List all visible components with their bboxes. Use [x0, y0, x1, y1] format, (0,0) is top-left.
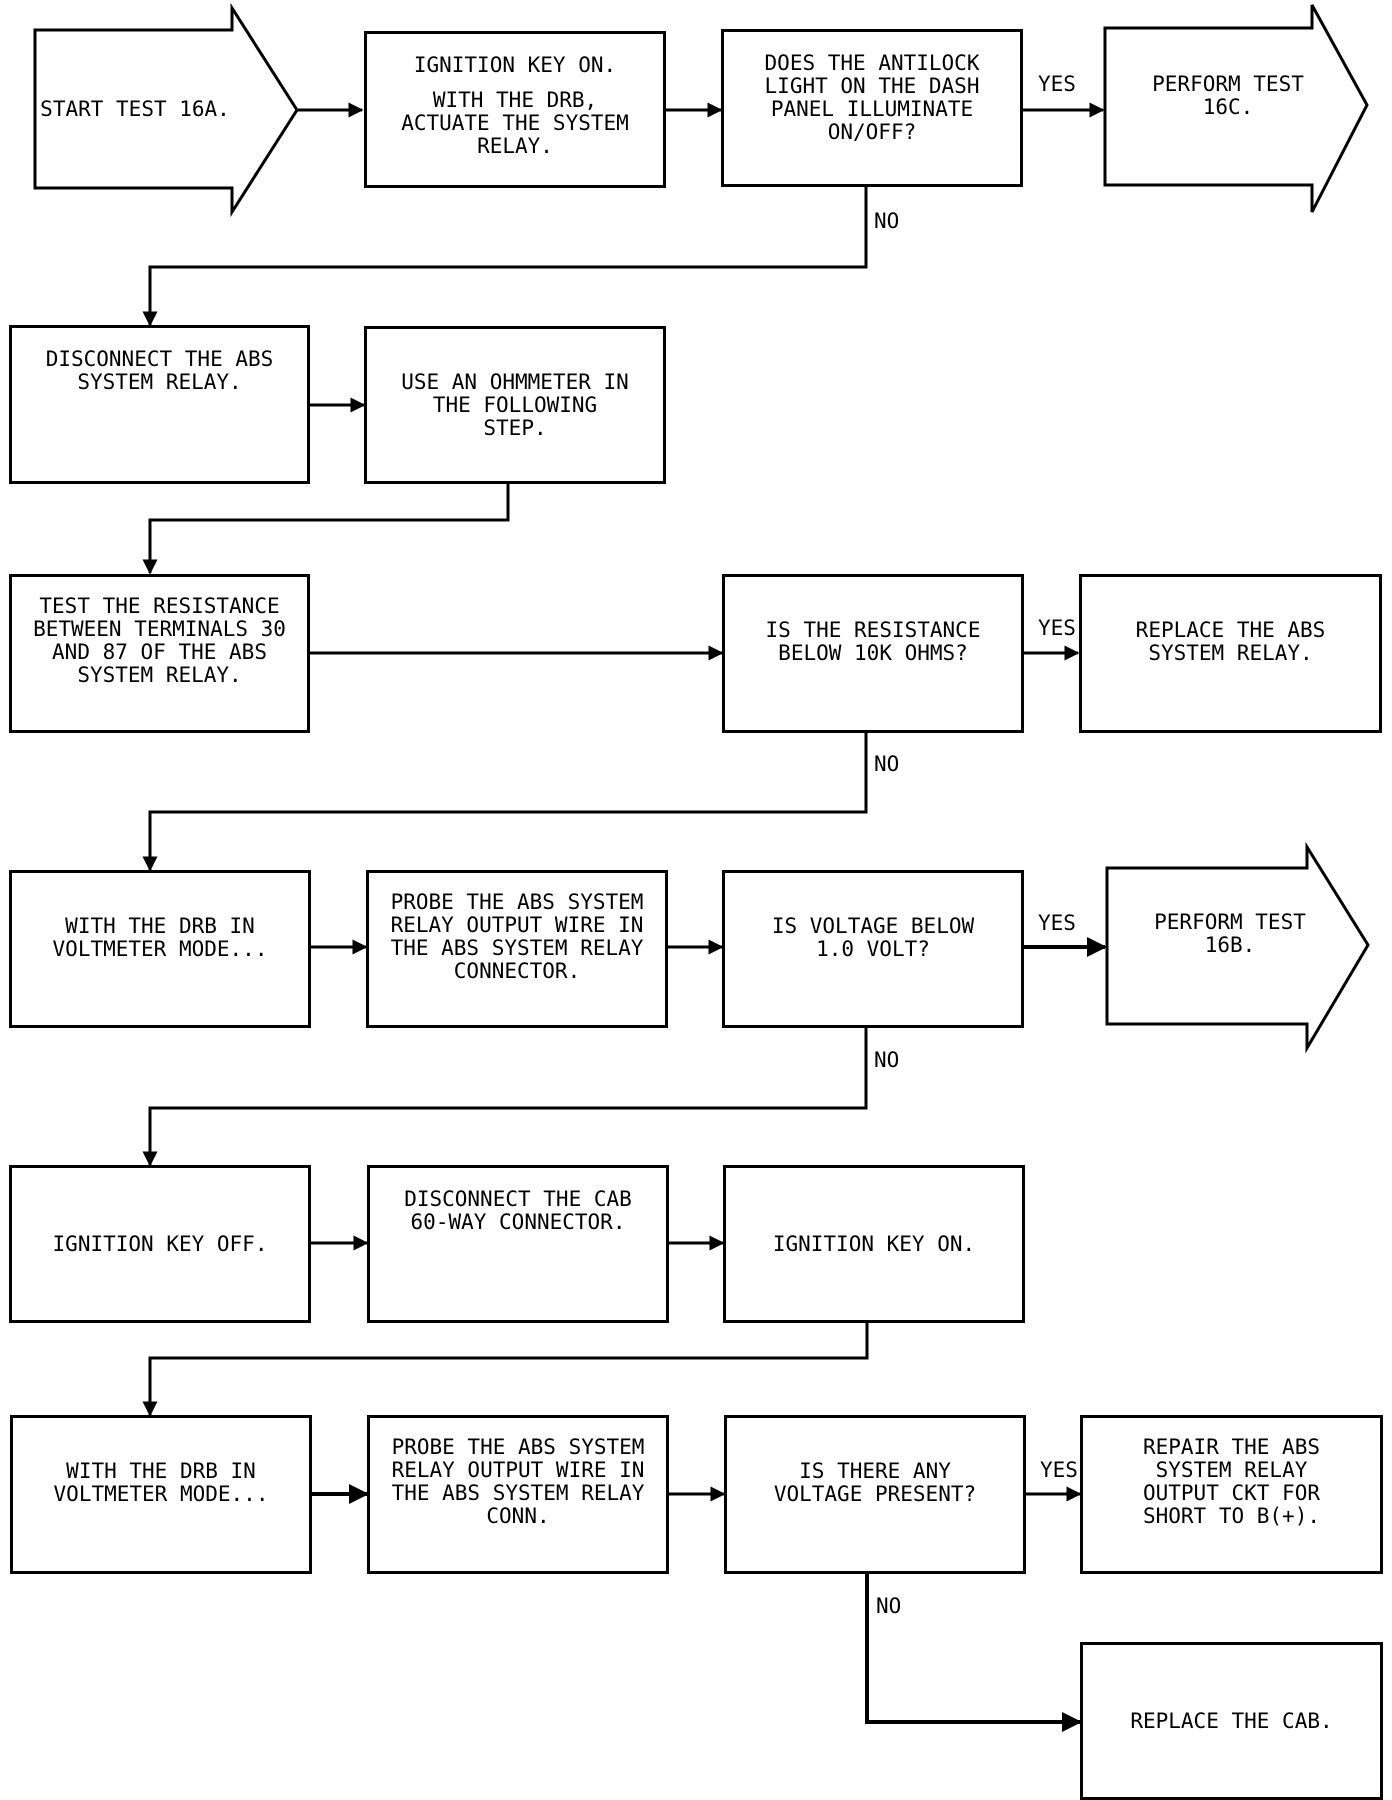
probe-conn-box: PROBE THE ABS SYSTEM RELAY OUTPUT WIRE I… [367, 1415, 669, 1574]
connector-no-1 [142, 187, 868, 327]
use-ohmmeter-box: USE AN OHMMETER IN THE FOLLOWING STEP. [364, 326, 666, 484]
drb-voltmeter-box-1: WITH THE DRB IN VOLTMETER MODE... [9, 870, 311, 1028]
start-test-16a-label: START TEST 16A. [40, 96, 230, 121]
perform-16b-arrow-outline [1105, 841, 1370, 1054]
connector-no-2 [142, 733, 868, 872]
start-arrow-shape [33, 2, 299, 218]
connector-no-3 [142, 1028, 868, 1167]
voltage-question-box: IS VOLTAGE BELOW 1.0 VOLT? [722, 870, 1024, 1028]
connector-on-to-drb2 [142, 1323, 869, 1417]
ignition-on-box-2: IGNITION KEY ON. [723, 1165, 1025, 1323]
ignition-on-box: IGNITION KEY ON. WITH THE DRB, ACTUATE T… [364, 31, 666, 188]
yes-label-1: YES [1038, 72, 1076, 96]
connector-ohmmeter-to-test [142, 484, 510, 575]
yes-label-3: YES [1038, 911, 1076, 935]
perform-test-16c-label: PERFORM TEST 16C. [1152, 72, 1304, 119]
no-label-2: NO [874, 752, 900, 776]
replace-relay-box: REPLACE THE ABS SYSTEM RELAY. [1079, 574, 1382, 733]
no-label-4: NO [876, 1594, 902, 1618]
perform-test-16b-label: PERFORM TEST 16B. [1154, 910, 1306, 957]
perform-16c-arrow-outline [1103, 4, 1369, 213]
test-resistance-box: TEST THE RESISTANCE BETWEEN TERMINALS 30… [9, 574, 310, 733]
disconnect-cab-box: DISCONNECT THE CAB 60-WAY CONNECTOR. [367, 1165, 669, 1323]
any-voltage-question-box: IS THERE ANY VOLTAGE PRESENT? [724, 1415, 1026, 1574]
probe-connector-box: PROBE THE ABS SYSTEM RELAY OUTPUT WIRE I… [366, 870, 668, 1028]
resistance-question-box: IS THE RESISTANCE BELOW 10K OHMS? [722, 574, 1024, 733]
repair-short-box: REPAIR THE ABS SYSTEM RELAY OUTPUT CKT F… [1080, 1415, 1383, 1574]
ignition-off-box: IGNITION KEY OFF. [9, 1165, 311, 1323]
disconnect-relay-box: DISCONNECT THE ABS SYSTEM RELAY. [9, 325, 310, 484]
no-label-3: NO [874, 1048, 900, 1072]
drb-voltmeter-box-2: WITH THE DRB IN VOLTMETER MODE... [10, 1415, 312, 1574]
antilock-light-question-box: DOES THE ANTILOCK LIGHT ON THE DASH PANE… [721, 29, 1023, 187]
no-label-1: NO [874, 209, 900, 233]
yes-label-2: YES [1038, 616, 1076, 640]
replace-cab-box: REPLACE THE CAB. [1080, 1642, 1383, 1800]
yes-label-4: YES [1040, 1458, 1078, 1482]
connector-no-4 [865, 1574, 1082, 1732]
